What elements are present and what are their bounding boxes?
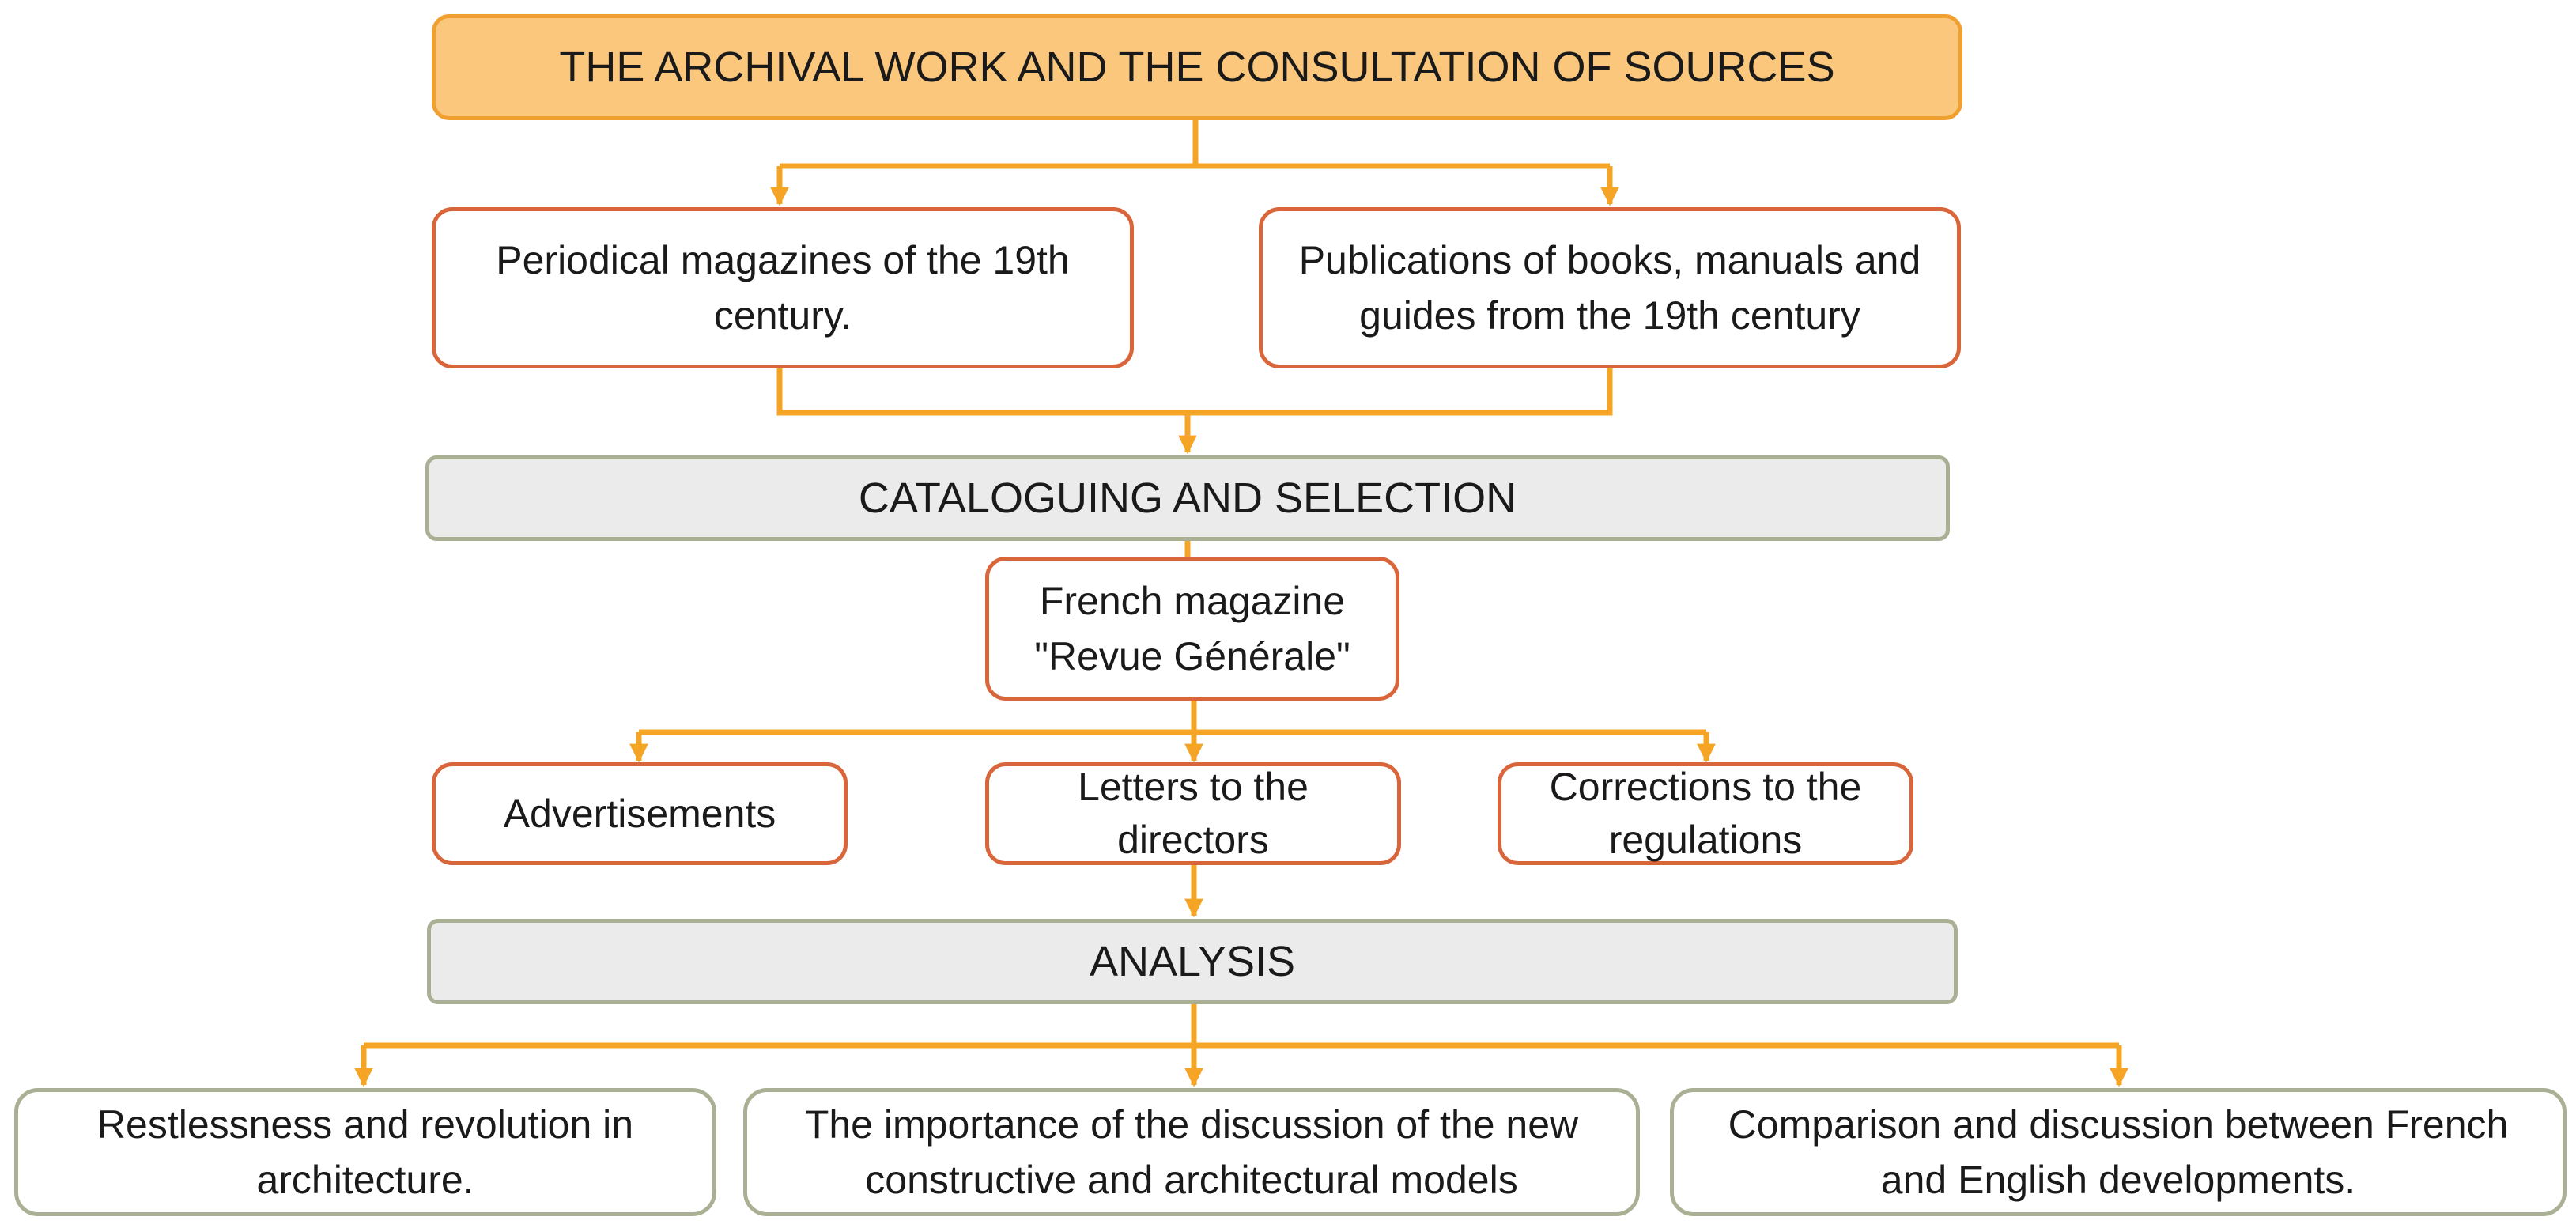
connector-analysis-split <box>364 1004 2119 1049</box>
periodicals-label: Periodical magazines of the 19th century… <box>496 238 1070 338</box>
letters-label: Letters to the directors <box>1078 764 1309 863</box>
french-magazine-box: French magazine "Revue Générale" <box>985 557 1399 701</box>
importance-label: The importance of the discussion of the … <box>804 1102 1579 1202</box>
french-magazine-label: French magazine "Revue Générale" <box>1034 579 1350 678</box>
cataloguing-label: CATALOGUING AND SELECTION <box>858 474 1517 522</box>
connector-magazine-split <box>639 701 1706 735</box>
analysis-label: ANALYSIS <box>1089 938 1296 985</box>
cataloguing-box: CATALOGUING AND SELECTION <box>425 455 1950 541</box>
archival-work-title: THE ARCHIVAL WORK AND THE CONSULTATION O… <box>559 43 1835 91</box>
periodicals-box: Periodical magazines of the 19th century… <box>432 207 1134 368</box>
corrections-box: Corrections to the regulations <box>1498 762 1913 865</box>
advertisements-box: Advertisements <box>432 762 848 865</box>
comparison-box: Comparison and discussion between French… <box>1670 1088 2567 1216</box>
publications-label: Publications of books, manuals and guide… <box>1298 238 1921 338</box>
corrections-label: Corrections to the regulations <box>1549 764 1862 863</box>
archival-work-title-box: THE ARCHIVAL WORK AND THE CONSULTATION O… <box>432 14 1962 120</box>
restlessness-label: Restlessness and revolution in architect… <box>96 1102 634 1202</box>
restlessness-box: Restlessness and revolution in architect… <box>14 1088 716 1216</box>
importance-box: The importance of the discussion of the … <box>743 1088 1640 1216</box>
publications-box: Publications of books, manuals and guide… <box>1259 207 1961 368</box>
connector-title-split <box>780 120 1610 169</box>
advertisements-label: Advertisements <box>503 792 776 836</box>
connector-sources-merge <box>776 365 1613 416</box>
comparison-label: Comparison and discussion between French… <box>1728 1102 2509 1202</box>
analysis-box: ANALYSIS <box>427 919 1958 1004</box>
letters-box: Letters to the directors <box>985 762 1401 865</box>
